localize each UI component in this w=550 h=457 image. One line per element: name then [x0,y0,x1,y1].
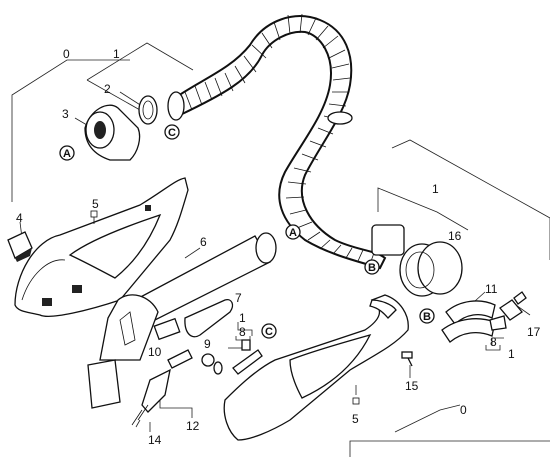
tag-b-hose [364,259,380,275]
part-2-ring-inner [142,100,154,120]
label-9: 9 [204,337,211,351]
tag-a-right-label: A [289,227,297,239]
part-11-tube [445,300,496,325]
label-7: 7 [235,291,242,305]
part-15-screw-head [401,351,413,359]
label-5-right: 5 [352,412,359,426]
label-8-mid: 8 [239,325,246,339]
part-7-trigger [184,299,234,338]
part-16-swivel [399,241,463,297]
tag-c-mid [261,323,277,339]
tag-c-mid-label: C [265,326,273,338]
tag-b-hose-label: B [368,262,376,274]
label-14: 14 [148,433,162,447]
label-1-right: 1 [432,182,439,196]
part-3-connector [84,104,141,161]
label-12: 12 [186,419,200,433]
part-2-ring [138,95,158,125]
bracket-8-marks [235,336,501,351]
part-number-labels: 0 1 2 3 4 5 6 7 1 8 9 10 12 14 1 16 11 1… [16,47,541,447]
part-5-clip-right [352,397,360,405]
fittings-mid [201,339,263,375]
label-6: 6 [200,235,207,249]
part-4-knob [7,231,33,262]
label-15: 15 [405,379,419,393]
suction-hose [167,13,405,270]
tag-a-left [59,145,75,161]
label-5-left: 5 [92,197,99,211]
part-12-cable [131,349,193,428]
part-5-clip-left [90,210,98,224]
label-1-lower: 1 [508,347,515,361]
label-17: 17 [527,325,541,339]
tag-a-left-label: A [63,148,71,160]
label-3: 3 [62,107,69,121]
ref-tags: A A B B C C [59,124,435,339]
part-6-tube [87,232,277,409]
part-17-valve [489,291,527,331]
tag-c-top-label: C [168,127,176,139]
label-10: 10 [148,345,162,359]
tag-b-right-label: B [423,311,431,323]
label-0-left: 0 [63,47,70,61]
handle-shell-right [223,294,409,441]
label-1-mid: 1 [239,311,246,325]
label-2: 2 [104,82,111,96]
label-4: 4 [16,211,23,225]
tag-c-top [164,124,180,140]
handle-shell-left [14,177,189,317]
label-11: 11 [485,282,498,296]
label-8-right: 8 [490,335,497,349]
part-11-tube-b [441,318,496,343]
label-1-top: 1 [113,47,120,61]
label-0-right: 0 [460,403,467,417]
part-7-block [153,317,181,341]
label-16: 16 [448,229,462,243]
tag-a-right [285,224,301,240]
part-15-screw [407,357,413,367]
tag-b-right [419,308,435,324]
